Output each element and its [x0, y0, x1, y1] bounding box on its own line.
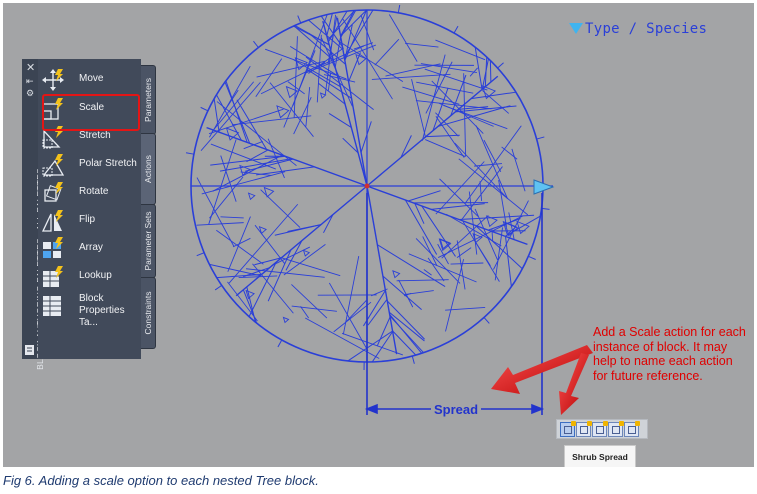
array-icon: [43, 237, 63, 258]
linear-grip-icon[interactable]: [533, 179, 555, 195]
tab-parameter-sets[interactable]: Parameter Sets: [141, 204, 156, 278]
tree-block-linework[interactable]: [3, 3, 754, 467]
drawing-canvas[interactable]: Type / Species Spread Add a Scale action…: [3, 3, 754, 467]
polar-stretch-icon: [42, 154, 65, 177]
triangle-down-icon: [569, 23, 583, 34]
dimension-label[interactable]: Spread: [431, 402, 482, 417]
tool-label: Polar Stretch: [79, 158, 137, 169]
tool-label: Stretch: [79, 130, 111, 141]
tool-label: Move: [79, 73, 104, 84]
tool-move[interactable]: Move: [41, 67, 141, 93]
tab-constraints[interactable]: Constraints: [141, 277, 156, 349]
tab-parameters[interactable]: Parameters: [141, 65, 156, 135]
scale-action-icon[interactable]: [592, 421, 608, 437]
scale-action-icon[interactable]: [608, 421, 624, 437]
tool-block-properties[interactable]: Block Properties Ta...: [41, 293, 141, 328]
close-icon[interactable]: ✕: [26, 62, 36, 74]
annotation-layer: [364, 179, 593, 415]
tool-rotate[interactable]: Rotate: [41, 180, 141, 206]
lookup-icon: [43, 266, 63, 287]
flip-icon: [41, 210, 63, 232]
tool-label: Array: [79, 242, 103, 253]
base-point-icon[interactable]: [364, 183, 370, 189]
pointer-arrow-icon: [491, 345, 593, 415]
properties-icon[interactable]: [24, 343, 36, 355]
action-bar[interactable]: [556, 419, 648, 439]
figure-caption: Fig 6. Adding a scale option to each nes…: [3, 473, 319, 488]
block-authoring-palette[interactable]: ✕ ⇤ ⚙ BLOCK AUTHORING PALETTES - ALL PAL…: [22, 59, 156, 370]
tool-lookup[interactable]: Lookup: [41, 264, 141, 290]
tool-label: Rotate: [79, 186, 109, 197]
tool-label: Block Properties Ta...: [79, 293, 125, 328]
scale-highlight-box: [42, 94, 140, 131]
gear-icon[interactable]: ⚙: [26, 88, 35, 98]
tab-actions[interactable]: Actions: [141, 133, 156, 205]
scale-action-icon[interactable]: [576, 421, 592, 437]
instruction-note: Add a Scale action for each instance of …: [593, 325, 746, 383]
tool-label: Scale: [79, 102, 105, 113]
tool-array[interactable]: Array: [41, 236, 141, 262]
palette-tools: Move Scale Stretch: [38, 59, 141, 359]
auto-hide-icon[interactable]: ⇤: [26, 76, 34, 86]
block-properties-icon: [43, 296, 61, 316]
rotate-icon: [44, 182, 63, 202]
tool-polar-stretch[interactable]: Polar Stretch: [41, 152, 141, 178]
scale-action-icon[interactable]: [560, 421, 576, 437]
action-tooltip: Shrub Spread: [564, 445, 636, 467]
attribute-label[interactable]: Type / Species: [569, 21, 707, 37]
palette-title-bar[interactable]: ✕ ⇤ ⚙ BLOCK AUTHORING PALETTES - ALL PAL…: [22, 59, 45, 370]
tool-label: Flip: [79, 214, 96, 225]
tool-flip[interactable]: Flip: [41, 208, 141, 234]
palette-tabs: Parameters Actions Parameter Sets Constr…: [141, 59, 156, 349]
scale-action-icon[interactable]: [624, 421, 640, 437]
move-icon: [42, 69, 64, 91]
tool-label: Lookup: [79, 270, 112, 281]
